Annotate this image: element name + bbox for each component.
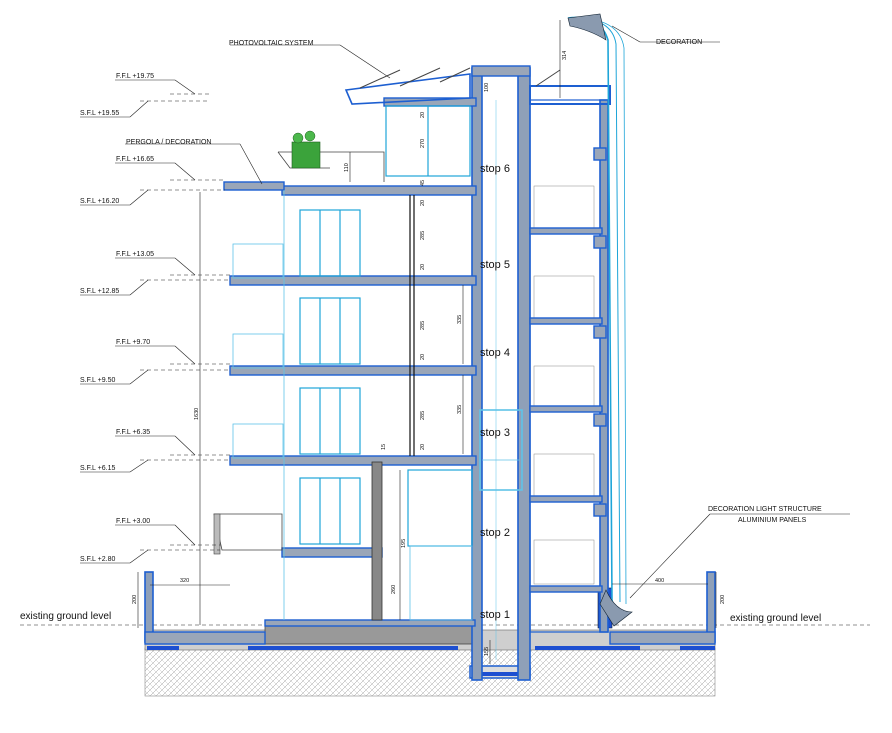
dimension-text: 270	[420, 139, 426, 148]
annotation-leaders	[125, 25, 850, 599]
stop-label: stop 5	[480, 259, 510, 271]
level-label: S.F.L +2.80	[80, 556, 115, 563]
decoration-light-label: DECORATION LIGHT STRUCTURE	[708, 506, 822, 513]
lift-shaft	[471, 65, 531, 681]
aluminium-label: ALUMINIUM PANELS	[738, 517, 807, 524]
level-label: S.F.L +19.55	[80, 110, 119, 117]
dimension-text: 110	[344, 163, 350, 172]
level-label: F.F.L +16.65	[116, 156, 154, 163]
dimension-text: 155	[484, 647, 490, 656]
dimension-text: 200	[132, 595, 138, 604]
stair-landings	[529, 147, 607, 593]
level-label: F.F.L +19.75	[116, 73, 154, 80]
windows	[299, 105, 473, 621]
dimension-text: 15	[381, 444, 387, 450]
dimension-text: 400	[655, 578, 664, 584]
level-label: F.F.L +13.05	[116, 251, 154, 258]
inner-walls	[283, 190, 415, 621]
staircase	[529, 85, 611, 633]
dimension-text: 314	[562, 51, 568, 60]
dimension-text: 20	[420, 444, 426, 450]
dimension-text: 335	[457, 405, 463, 414]
dimension-text: 320	[180, 578, 189, 584]
pergola	[277, 130, 385, 182]
level-label: S.F.L +12.85	[80, 288, 119, 295]
decoration-top-label: DECORATION	[656, 39, 702, 46]
level-markers	[80, 79, 230, 564]
dimension-text: 285	[420, 321, 426, 330]
level-label: F.F.L +3.00	[116, 518, 150, 525]
stop-label: stop 4	[480, 347, 510, 359]
level-label: F.F.L +9.70	[116, 339, 150, 346]
ground-left-label: existing ground level	[20, 611, 111, 622]
ground-right-label: existing ground level	[730, 613, 821, 624]
photovoltaic-panels	[344, 67, 561, 105]
dimension-text: 260	[391, 585, 397, 594]
dimension-text: 200	[720, 595, 726, 604]
level-label: F.F.L +6.35	[116, 429, 150, 436]
dimension-text: 1630	[194, 408, 200, 420]
dimension-text: 45	[420, 180, 426, 186]
dimension-text: 285	[420, 411, 426, 420]
dimension-text: 285	[420, 231, 426, 240]
dimension-text: 20	[420, 112, 426, 118]
pergola-label: PERGOLA / DECORATION	[126, 139, 211, 146]
level-label: S.F.L +6.15	[80, 465, 115, 472]
level-label: S.F.L +16.20	[80, 198, 119, 205]
decoration-curve	[567, 13, 633, 627]
stop-label: stop 2	[480, 527, 510, 539]
dimension-text: 20	[420, 200, 426, 206]
dimension-text: 20	[420, 264, 426, 270]
dimension-text: 335	[457, 315, 463, 324]
stop-label: stop 1	[480, 609, 510, 621]
dimension-text: 20	[420, 354, 426, 360]
balconies	[213, 243, 284, 555]
dimension-lines	[137, 20, 717, 664]
dimension-text: 195	[401, 539, 407, 548]
foundation	[20, 621, 870, 697]
photovoltaic-label: PHOTOVOLTAIC SYSTEM	[229, 40, 314, 47]
stop-label: stop 6	[480, 163, 510, 175]
stop-label: stop 3	[480, 427, 510, 439]
level-label: S.F.L +9.50	[80, 377, 115, 384]
dimension-text: 100	[484, 83, 490, 92]
